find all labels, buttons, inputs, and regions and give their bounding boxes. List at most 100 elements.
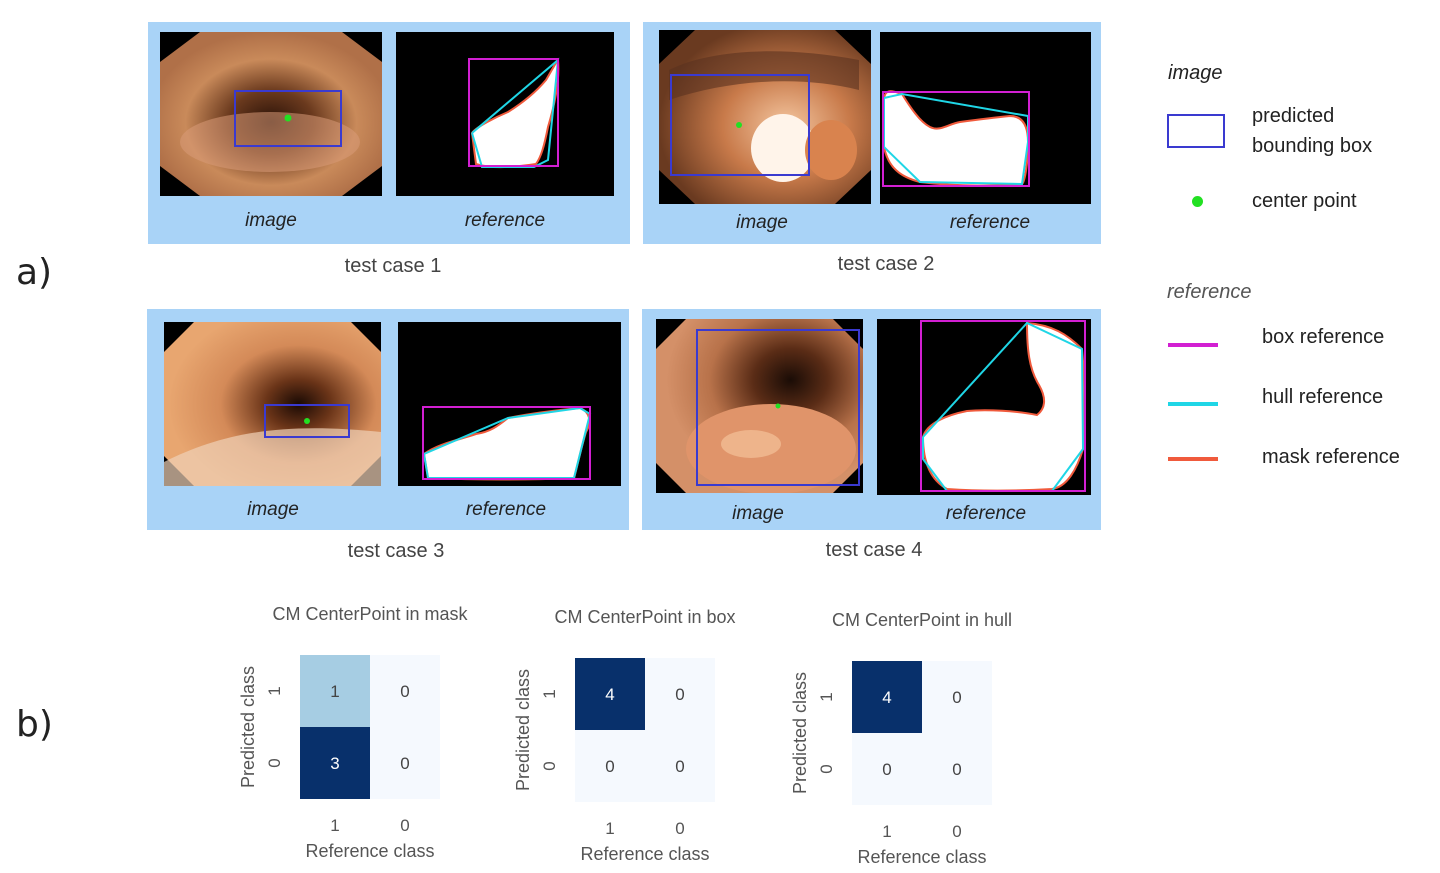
center-point <box>775 403 781 409</box>
image-caption: image <box>736 212 788 233</box>
cm-title: CM CenterPoint in box <box>554 607 735 627</box>
confusion-matrix-mask: CM CenterPoint in mask 1 0 3 0 1 0 1 0Reference … <box>238 604 469 861</box>
endoscopy-image-3 <box>164 322 381 486</box>
section-b-label: b) <box>16 704 53 745</box>
legend-mask-ref-label: mask reference <box>1262 446 1400 468</box>
center-point <box>304 418 310 424</box>
legend-reference-heading: reference <box>1167 281 1252 303</box>
cm-cell-value: 4 <box>882 688 891 707</box>
cm-y-tick: 0 <box>265 758 284 767</box>
cm-x-tick: 0 <box>675 819 684 838</box>
box-reference <box>422 406 591 480</box>
test-case-1-label: test case 1 <box>344 255 442 277</box>
test-case-2-panel: image reference <box>643 22 1101 244</box>
test-case-2-label: test case 2 <box>837 253 935 275</box>
cm-cell <box>922 661 992 733</box>
cm-cell-value: 3 <box>330 754 339 773</box>
cm-x-tick: 1 <box>330 816 339 835</box>
legend-predicted-box-line2: bounding box <box>1252 135 1373 157</box>
cm-cell <box>575 658 645 730</box>
predicted-bounding-box <box>696 329 860 486</box>
cm-y-tick: 1 <box>540 689 559 698</box>
cm-cell-value: 0 <box>675 685 684 704</box>
legend-box-ref-label: box reference <box>1262 326 1385 348</box>
box-reference <box>920 320 1086 492</box>
cm-x-tick: 0 <box>952 822 961 841</box>
cm-cell <box>300 655 370 727</box>
legend-hull-ref-label: hull reference <box>1262 386 1384 408</box>
test-case-3-label: test case 3 <box>347 540 445 562</box>
cm-y-label: Predicted class <box>790 672 810 794</box>
endoscopy-image-4 <box>656 319 863 493</box>
cm-cell-value: 0 <box>675 757 684 776</box>
test-case-4-panel: image reference <box>642 309 1101 530</box>
cm-x-tick: 0 <box>400 816 409 835</box>
predicted-bounding-box <box>670 74 810 176</box>
cm-cell <box>922 733 992 805</box>
image-caption: image <box>732 503 784 524</box>
section-a-label: a) <box>16 252 53 293</box>
cm-cell-value: 1 <box>330 682 339 701</box>
cm-y-tick: 1 <box>265 686 284 695</box>
cm-cell <box>370 655 440 727</box>
cm-cell <box>575 730 645 802</box>
center-point <box>736 122 742 128</box>
cm-title: CM CenterPoint in hull <box>832 610 1012 630</box>
center-point <box>284 114 292 122</box>
legend-hull-ref-line <box>1168 402 1218 406</box>
cm-cell <box>300 727 370 799</box>
test-case-4-label: test case 4 <box>825 539 923 561</box>
legend-mask-ref-line <box>1168 457 1218 461</box>
cm-cell <box>645 730 715 802</box>
legend-center-point-label: center point <box>1252 190 1357 212</box>
cm-cell-value: 4 <box>605 685 614 704</box>
predicted-bounding-box <box>264 404 350 438</box>
cm-cell-value: 0 <box>605 757 614 776</box>
test-case-3-panel: image reference <box>147 309 629 530</box>
cm-cell-value: 0 <box>952 760 961 779</box>
legend-predicted-box-label: predicted bounding box <box>1252 101 1372 161</box>
cm-y-tick: 1 <box>817 692 836 701</box>
image-caption: image <box>245 210 297 231</box>
cm-cell-value: 0 <box>400 754 409 773</box>
cm-cell <box>852 733 922 805</box>
cm-y-tick: 0 <box>540 761 559 770</box>
cm-cell <box>645 658 715 730</box>
reference-caption: reference <box>464 210 546 231</box>
cm-cell <box>852 661 922 733</box>
legend-center-point-dot <box>1192 196 1203 207</box>
test-case-1-panel: image reference <box>148 22 630 244</box>
legend-predicted-box-line1: predicted <box>1252 105 1335 127</box>
legend-box-ref-line <box>1168 343 1218 347</box>
cm-cell-value: 0 <box>882 760 891 779</box>
confusion-matrix-hull: CM CenterPoint in hull 4 0 0 0 1 0 1 0Reference … <box>790 610 1012 867</box>
reference-caption: reference <box>465 499 547 520</box>
cm-cell-value: 0 <box>952 688 961 707</box>
cm-x-tick: 1 <box>605 819 614 838</box>
reference-image-3 <box>398 322 621 486</box>
reference-caption: reference <box>945 503 1027 524</box>
reference-image-2 <box>880 32 1091 204</box>
cm-cell-value: 0 <box>400 682 409 701</box>
cm-x-label: Reference class <box>857 847 986 867</box>
cm-x-tick: 1 <box>882 822 891 841</box>
cm-x-label: Reference class <box>305 841 434 861</box>
legend-box-swatch <box>1167 114 1225 148</box>
legend-image-heading: image <box>1168 62 1223 84</box>
cm-cell <box>370 727 440 799</box>
endoscopy-image-2 <box>659 30 871 204</box>
cm-y-tick: 0 <box>817 764 836 773</box>
cm-y-label: Predicted class <box>513 669 533 791</box>
predicted-bounding-box <box>234 90 342 147</box>
box-reference <box>468 58 559 167</box>
cm-title: CM CenterPoint in mask <box>272 604 468 624</box>
cm-y-label: Predicted class <box>238 666 258 788</box>
box-reference <box>882 91 1030 187</box>
endoscopy-image-1 <box>160 32 382 196</box>
cm-x-label: Reference class <box>580 844 709 864</box>
reference-image-1 <box>396 32 614 196</box>
reference-image-4 <box>877 319 1091 495</box>
image-caption: image <box>247 499 299 520</box>
reference-caption: reference <box>949 212 1031 233</box>
